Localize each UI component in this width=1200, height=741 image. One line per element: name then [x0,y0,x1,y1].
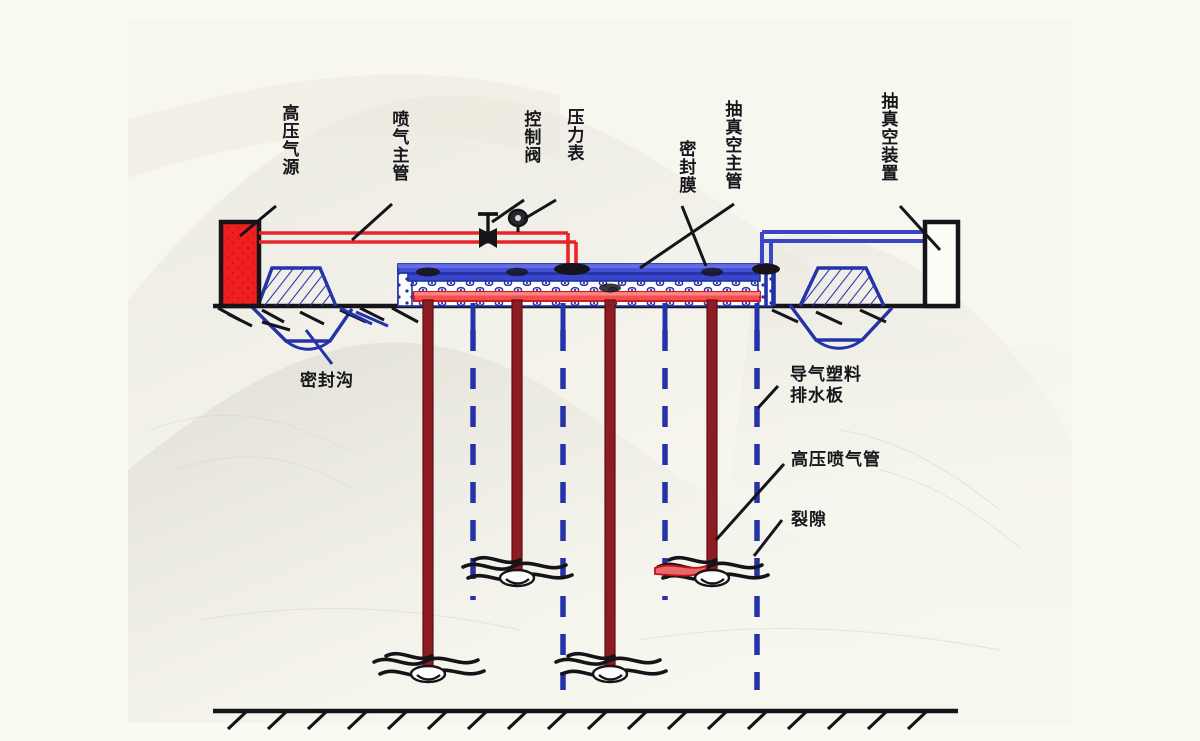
label-pressure-gauge: 压力表 [563,108,584,162]
label-control-valve: 控制阀 [520,110,541,164]
control-valve[interactable] [478,212,498,248]
label-fissure: 裂隙 [791,510,827,530]
label-drain-board-line1: 导气塑料 [790,365,862,385]
label-drain-board-line2: 排水板 [790,386,844,407]
bedrock-line [213,708,958,731]
vacuum-main-pipe [752,230,928,306]
leader-lines [239,198,942,557]
pressure-gauge[interactable] [507,208,529,232]
vacuum-device[interactable] [922,219,961,309]
ground-hatch-marks [217,306,419,328]
label-sealing-trench: 密封沟 [300,371,354,391]
label-sealing-membrane: 密封膜 [675,140,696,194]
label-air-main-pipe: 喷气主管 [388,110,409,182]
fissure-cluster-lower-right [554,651,668,684]
pipe-saddle-connectors [416,263,723,293]
air-distribution-pipe [413,291,761,302]
label-vacuum-device: 抽真空装置 [877,92,898,182]
label-air-injection-pipe: 高压喷气管 [791,450,881,470]
vacuum-main-pipe-bed [407,273,761,282]
label-drain-board: 导气塑料 排水板 [790,365,862,408]
fissure-cluster-lower-left [372,651,486,684]
label-vacuum-main-pipe: 抽真空主管 [721,100,742,190]
fissure-cluster-upper-left [461,555,574,588]
plastic-drain-boards [470,330,760,690]
ink-wash-backdrop [128,18,1072,723]
label-air-source: 高压气源 [278,104,299,176]
sealing-trench-left [248,266,389,351]
sealing-trench-right [771,266,894,350]
fissure-cluster-upper-right [654,555,770,588]
